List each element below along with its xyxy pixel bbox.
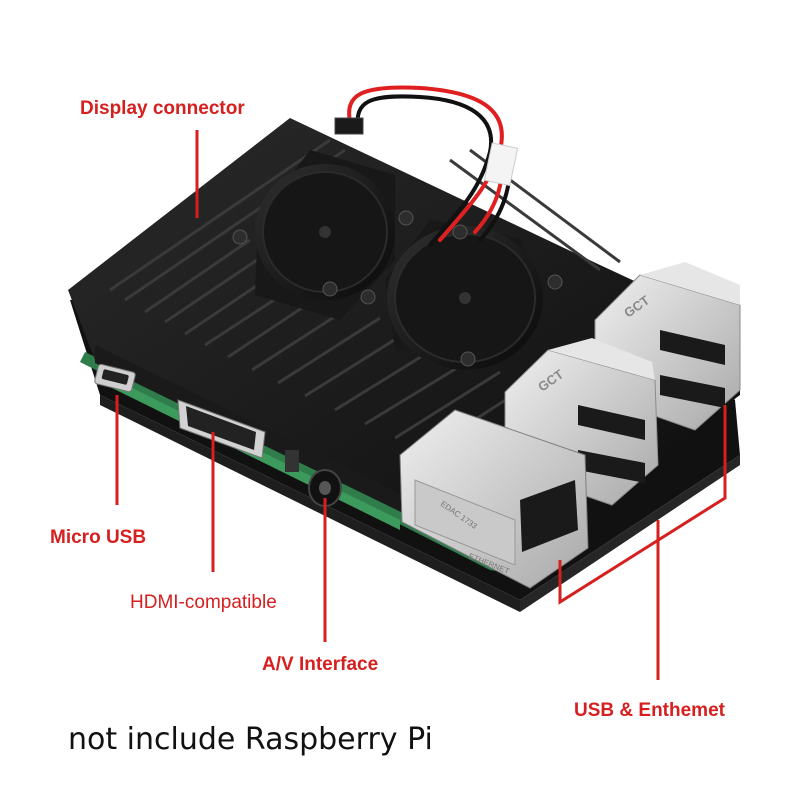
micro-usb-port	[94, 363, 136, 393]
label-usb-ethernet: USB & Enthemet	[574, 700, 725, 721]
label-av-interface: A/V Interface	[262, 654, 379, 675]
label-display-connector: Display connector	[80, 98, 245, 119]
cooling-fan-left	[232, 150, 414, 320]
footer-note: not include Raspberry Pi	[68, 722, 433, 757]
callout-lines	[115, 130, 727, 680]
fan-wires	[334, 85, 519, 247]
callout-bracket-usb-ethernet	[558, 405, 727, 605]
cooling-fan-right	[360, 220, 563, 370]
label-hdmi-compatible: HDMI-compatible	[130, 592, 277, 613]
ethernet-port: EDAC 1733 ETHERNET	[399, 409, 589, 589]
hdmi-port	[177, 399, 266, 459]
label-micro-usb: Micro USB	[50, 527, 147, 548]
